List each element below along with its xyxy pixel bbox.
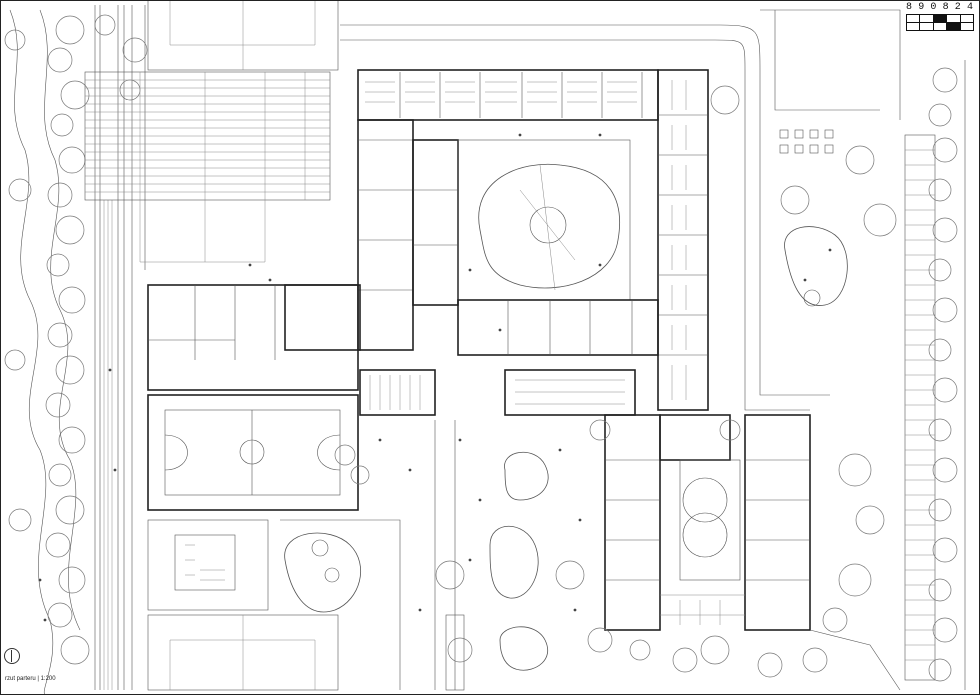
sheet-title-text: rzut parteru bbox=[5, 676, 36, 682]
sheet-title: rzut parteru | 1:200 bbox=[5, 676, 56, 682]
courtyard-track bbox=[457, 139, 631, 301]
middle-trees bbox=[334, 419, 741, 673]
garden-squares bbox=[779, 129, 834, 154]
scale-label: 0 bbox=[930, 2, 938, 13]
top-sports-field bbox=[147, 0, 339, 71]
right-road bbox=[340, 9, 966, 691]
scale-label: 2 bbox=[954, 2, 962, 13]
scale-label: 8 bbox=[942, 2, 950, 13]
gymnasium bbox=[147, 284, 359, 511]
site-dots bbox=[38, 133, 832, 622]
lower-left-fields bbox=[147, 420, 465, 691]
west-wing bbox=[357, 119, 459, 351]
southeast-kindergarten bbox=[604, 414, 811, 631]
scale-bar-row-1 bbox=[906, 14, 974, 23]
sheet-scale: 1:200 bbox=[40, 676, 56, 682]
entrance-block bbox=[284, 284, 436, 416]
room-schedule-table bbox=[84, 71, 331, 263]
scale-bar-labels: 8 9 0 8 2 4 bbox=[906, 2, 974, 13]
sheet-title-separator: | bbox=[37, 676, 39, 682]
play-areas bbox=[284, 226, 848, 671]
scale-label: 9 bbox=[918, 2, 926, 13]
scale-label: 4 bbox=[966, 2, 974, 13]
left-road-lines bbox=[94, 5, 146, 690]
left-trees bbox=[4, 14, 148, 665]
right-trees bbox=[700, 67, 958, 682]
scale-bar-row-2 bbox=[906, 23, 974, 31]
core-south-rooms bbox=[457, 299, 659, 416]
east-wing-classrooms bbox=[657, 69, 709, 411]
scale-bar-icon: 8 9 0 8 2 4 bbox=[906, 2, 974, 31]
north-arrow-icon bbox=[4, 648, 20, 664]
left-boundary-waves bbox=[9, 9, 81, 695]
north-wing-classrooms bbox=[357, 69, 659, 121]
scale-label: 8 bbox=[906, 2, 914, 13]
